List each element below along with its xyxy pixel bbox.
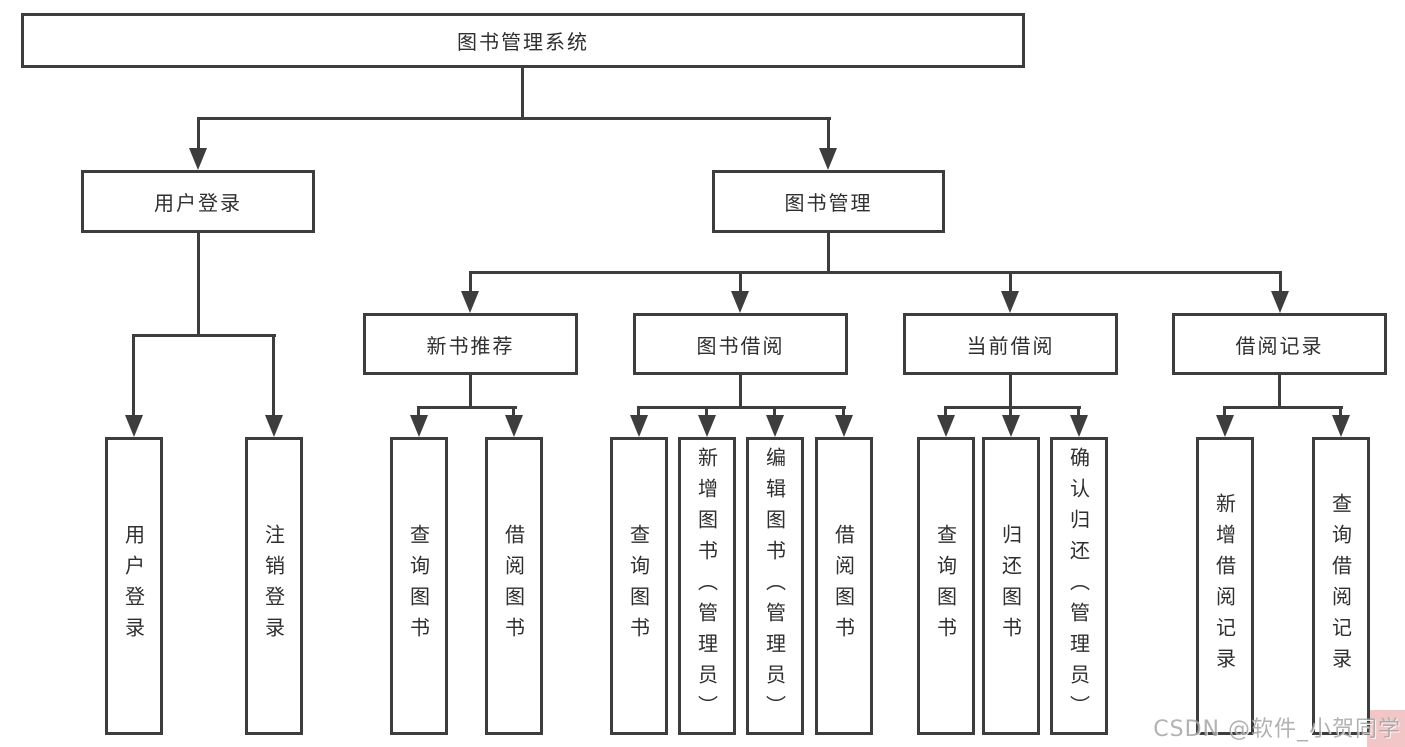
- connector-line: [1009, 271, 1012, 295]
- connector-line: [272, 334, 275, 417]
- leaf-borrow-book: 借阅图书: [815, 437, 873, 735]
- leaf-query-book-current: 查询图书: [917, 437, 975, 735]
- connector-line: [944, 406, 1081, 409]
- leaf-add-borrow-record: 新增借阅记录: [1196, 437, 1254, 735]
- connector-line: [637, 406, 640, 419]
- connector-line: [521, 68, 524, 118]
- leaf-add-book-admin: 新增图书（管理员）: [678, 437, 736, 735]
- arrow-down-icon: [1001, 291, 1019, 313]
- arrow-down-icon: [698, 415, 716, 437]
- arrow-down-icon: [1332, 415, 1350, 437]
- connector-line: [842, 406, 845, 419]
- connector-line: [469, 271, 472, 295]
- node-new-book-recommend: 新书推荐: [363, 313, 578, 375]
- arrow-down-icon: [819, 148, 837, 170]
- connector-line: [1278, 375, 1281, 409]
- arrow-down-icon: [937, 415, 955, 437]
- arrow-down-icon: [766, 415, 784, 437]
- node-book-management: 图书管理: [712, 170, 945, 233]
- leaf-query-book-new: 查询图书: [390, 437, 448, 735]
- leaf-borrow-book-new: 借阅图书: [485, 437, 543, 735]
- leaf-user-login: 用户登录: [105, 437, 163, 735]
- connector-line: [197, 117, 831, 120]
- connector-line: [1009, 375, 1012, 409]
- connector-line: [132, 334, 276, 337]
- arrow-down-icon: [189, 148, 207, 170]
- arrow-down-icon: [410, 415, 428, 437]
- connector-line: [739, 375, 742, 409]
- arrow-down-icon: [125, 415, 143, 437]
- arrow-down-icon: [630, 415, 648, 437]
- arrow-down-icon: [1216, 415, 1234, 437]
- connector-line: [1009, 406, 1012, 419]
- connector-line: [469, 375, 472, 409]
- connector-line: [944, 406, 947, 419]
- leaf-query-borrow-record: 查询借阅记录: [1312, 437, 1370, 735]
- arrow-down-icon: [505, 415, 523, 437]
- arrow-down-icon: [1271, 291, 1289, 313]
- connector-line: [197, 233, 200, 335]
- node-book-borrow: 图书借阅: [633, 313, 848, 375]
- connector-line: [1279, 271, 1282, 295]
- arrow-down-icon: [461, 291, 479, 313]
- connector-line: [637, 406, 846, 409]
- connector-line: [417, 406, 517, 409]
- leaf-edit-book-admin: 编辑图书（管理员）: [746, 437, 804, 735]
- node-user-login: 用户登录: [81, 170, 315, 233]
- arrow-down-icon: [265, 415, 283, 437]
- leaf-logout: 注销登录: [245, 437, 303, 735]
- connector-line: [739, 271, 742, 295]
- node-current-borrow: 当前借阅: [903, 313, 1118, 375]
- connector-line: [417, 406, 420, 419]
- connector-line: [512, 406, 515, 419]
- watermark: CSDN @软件_小贺同学: [1153, 717, 1401, 742]
- node-borrow-record: 借阅记录: [1172, 313, 1387, 375]
- connector-line: [1223, 406, 1226, 419]
- connector-line: [1223, 406, 1343, 409]
- arrow-down-icon: [835, 415, 853, 437]
- connector-line: [705, 406, 708, 419]
- leaf-query-book: 查询图书: [610, 437, 668, 735]
- connector-line: [1339, 406, 1342, 419]
- connector-line: [469, 271, 1282, 274]
- leaf-confirm-return-admin: 确认归还（管理员）: [1050, 437, 1108, 735]
- connector-line: [132, 334, 135, 417]
- connector-line: [827, 117, 830, 152]
- arrow-down-icon: [1070, 415, 1088, 437]
- connector-line: [1077, 406, 1080, 419]
- leaf-return-book: 归还图书: [982, 437, 1040, 735]
- watermark-highlight: [1367, 710, 1405, 747]
- connector-line: [827, 233, 830, 274]
- connector-line: [197, 117, 200, 152]
- arrow-down-icon: [731, 291, 749, 313]
- node-root: 图书管理系统: [21, 13, 1025, 68]
- connector-line: [773, 406, 776, 419]
- arrow-down-icon: [1002, 415, 1020, 437]
